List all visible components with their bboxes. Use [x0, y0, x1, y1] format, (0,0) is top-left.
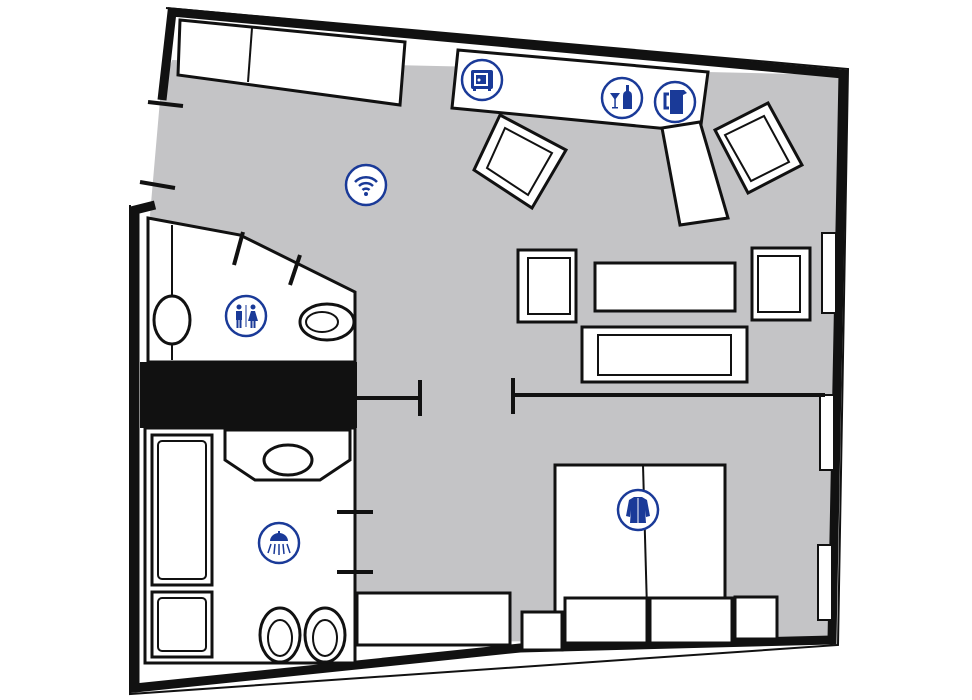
sink — [262, 443, 314, 477]
door-mark — [232, 231, 245, 266]
bidet-bowl — [312, 619, 338, 657]
armchair-seat — [723, 114, 791, 183]
window — [817, 544, 833, 621]
armchair-seat — [757, 255, 801, 313]
wc-toilet-bowl — [305, 311, 339, 333]
toilet-bowl — [267, 619, 293, 657]
nightstand — [520, 610, 564, 652]
toilet — [258, 606, 302, 664]
window — [819, 394, 835, 471]
armchair — [472, 112, 569, 211]
bathtub-inner — [157, 440, 207, 580]
minibar-icon — [600, 76, 644, 120]
bathrobe-icon — [616, 488, 660, 532]
nightstand — [733, 595, 779, 641]
bathtub — [150, 433, 214, 587]
armchair-seat — [485, 126, 554, 197]
tv-cabinet — [355, 591, 512, 647]
outer-wall-line — [129, 7, 850, 696]
pillow — [563, 596, 649, 645]
shower-icon — [257, 521, 301, 565]
armchair-seat — [527, 257, 571, 315]
desk-extension — [660, 120, 730, 227]
wall-block — [140, 362, 357, 428]
wardrobe — [176, 18, 407, 107]
wardrobe-divider — [247, 27, 253, 83]
safe-icon — [460, 58, 504, 102]
armchair — [750, 246, 812, 322]
wifi-icon — [344, 163, 388, 207]
sofa — [580, 325, 749, 384]
sofa-seat — [597, 334, 732, 376]
armchair — [712, 101, 805, 196]
armchair — [516, 248, 578, 324]
window — [821, 232, 837, 314]
door-mark — [288, 254, 302, 286]
bidet — [303, 606, 347, 664]
shower-tray — [150, 590, 214, 659]
wc-sink — [152, 294, 192, 346]
door-mark — [147, 100, 184, 108]
coffee-table — [593, 261, 737, 313]
kettle-icon — [653, 80, 697, 124]
shower-tray-inner — [157, 597, 207, 652]
toilet-icon — [224, 294, 268, 338]
pillow — [648, 596, 734, 645]
door-mark — [139, 180, 176, 190]
wc-toilet — [298, 302, 356, 342]
